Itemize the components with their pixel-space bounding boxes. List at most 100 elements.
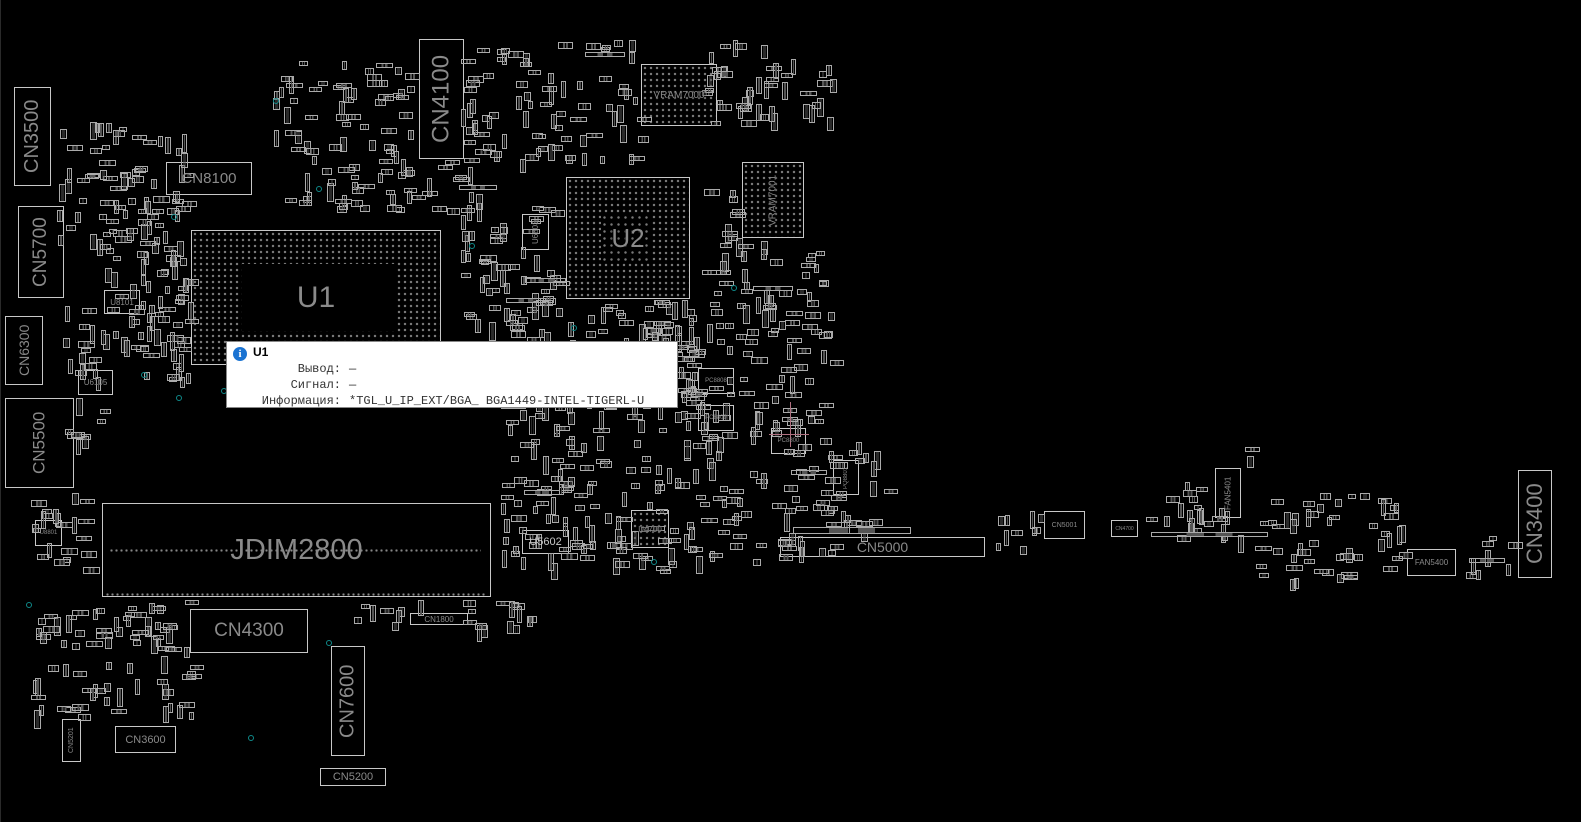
connector-strip [585,52,625,57]
passive-component [81,348,91,353]
component-cn4100[interactable]: CN4100 [419,39,464,159]
passive-component [354,617,362,624]
passive-component [710,302,720,307]
component-u8101[interactable]: U8101 [104,290,140,314]
passive-component [161,656,168,674]
passive-component [770,259,783,266]
passive-component [585,516,590,528]
passive-component [521,557,526,570]
passive-component [586,43,601,50]
component-vram7001[interactable]: VRAM7001 [742,162,804,238]
passive-component [147,214,159,220]
passive-component [787,344,792,360]
connector-strip [506,298,546,303]
passive-component [574,493,588,498]
component-cn4300[interactable]: CN4300 [190,609,308,653]
component-cn5001[interactable]: CN5001 [1044,511,1085,539]
passive-component [1005,515,1010,526]
passive-component [1394,503,1399,513]
passive-component [511,515,527,522]
passive-component [96,377,101,391]
component-cn5201[interactable]: CN5201 [62,719,81,762]
passive-component [461,109,466,127]
component-jdim2800[interactable]: JDIM2800 [102,503,491,597]
crosshair-horizontal [769,434,809,435]
component-u6803[interactable]: U6803 [522,214,549,250]
passive-component [1259,573,1269,578]
component-u8801[interactable]: U8801 [35,520,62,546]
passive-component [44,614,58,619]
component-cn3600[interactable]: CN3600 [115,726,176,753]
passive-component [489,322,496,341]
passive-component [466,253,471,262]
component-pc8809[interactable]: PC8809 [698,405,734,431]
passive-component [133,640,141,646]
component-cn6300[interactable]: CN6300 [5,316,43,385]
passive-component [528,70,541,75]
component-cn3500[interactable]: CN3500 [14,87,51,186]
passive-component [41,511,46,529]
passive-component [741,251,747,262]
component-pc8800[interactable]: PC8800 [771,428,806,454]
component-u2[interactable]: U2 [566,177,690,299]
component-label: JDIM2800 [230,533,363,566]
passive-component [100,409,111,414]
component-cn1800[interactable]: CN1800 [410,613,468,625]
passive-component [716,323,724,329]
via [141,372,147,378]
passive-component [784,449,795,455]
component-info-tooltip: i U1 Вывод: — Сигнал: — Информация: *TGL… [226,341,678,408]
passive-component [821,490,834,496]
component-cn4700[interactable]: CN4700 [1111,520,1138,537]
tooltip-key: Информация: [261,394,341,408]
component-pc8808[interactable]: PC8808 [698,368,734,394]
passive-component [151,179,157,189]
component-cn7600[interactable]: CN7600 [331,646,365,756]
passive-component [689,318,694,326]
component-u5602[interactable]: U5602 [522,530,569,554]
passive-component [1506,564,1511,576]
passive-component [603,307,613,312]
passive-component [761,45,768,59]
passive-component [163,706,169,723]
passive-component [762,310,769,328]
component-cn5700[interactable]: CN5700 [18,206,64,298]
component-cn5200[interactable]: CN5200 [320,768,386,786]
passive-component [1369,523,1378,529]
via [469,243,475,249]
passive-component [507,621,514,634]
passive-component [511,331,526,338]
component-u1[interactable]: U1 [191,230,441,365]
passive-component [150,316,155,331]
component-cn5500[interactable]: CN5500 [5,398,74,488]
passive-component [825,477,841,484]
passive-component [130,284,137,299]
passive-component [1482,541,1494,547]
passive-component [390,194,396,205]
component-cn5000[interactable]: CN5000 [780,537,985,557]
component-pq8801[interactable]: PQ8801 [833,460,859,495]
passive-component [588,315,595,324]
component-label: CN6300 [16,324,32,377]
component-fan5401[interactable]: FAN5401 [1215,468,1241,518]
passive-component [1384,513,1399,520]
passive-component [689,527,695,540]
passive-component [745,339,758,345]
passive-component [461,273,471,278]
component-fan5400[interactable]: FAN5400 [1407,549,1456,576]
passive-component [418,600,424,616]
passive-component [72,704,89,711]
component-u4700[interactable]: U4700 [631,510,669,548]
component-u6105[interactable]: U6105 [78,370,113,395]
passive-component [717,104,732,111]
component-cn8100[interactable]: CN8100 [166,162,252,195]
passive-component [466,80,480,87]
passive-component [1189,496,1198,503]
passive-component [121,173,128,190]
passive-component [782,82,788,100]
passive-component [1204,521,1214,527]
passive-component [57,210,63,222]
component-vram7000[interactable]: VRAM7000 [641,64,717,126]
component-cn3400[interactable]: CN3400 [1518,470,1552,578]
